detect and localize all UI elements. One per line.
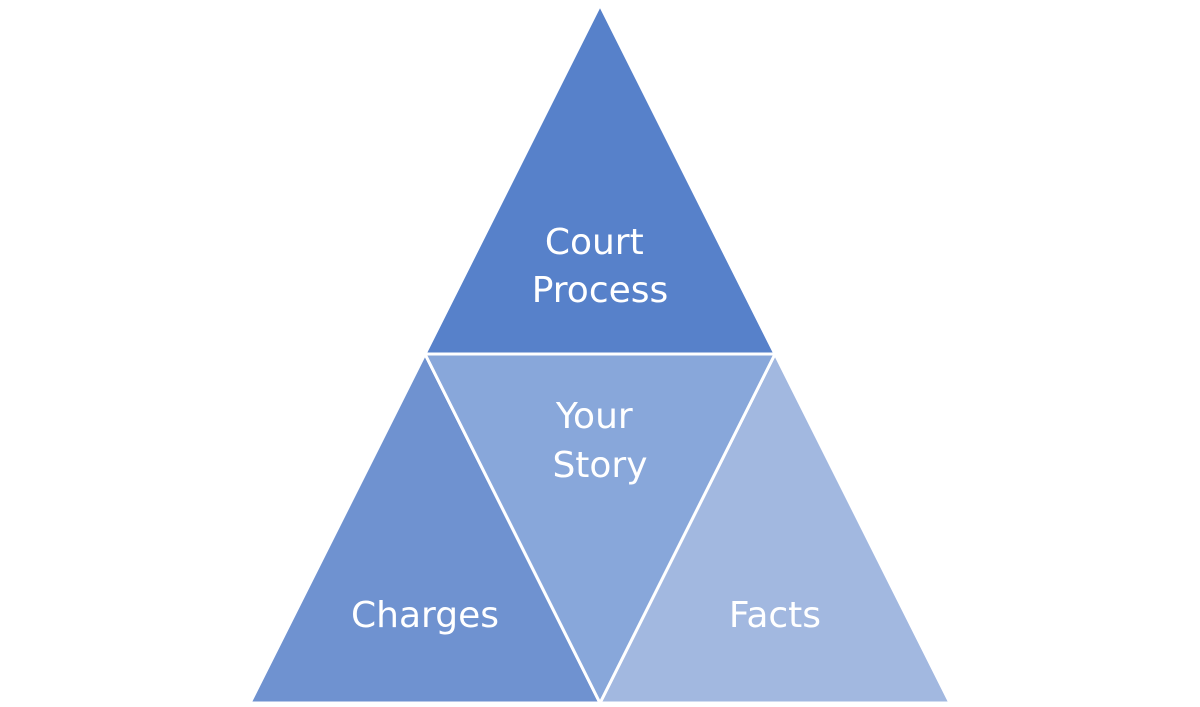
segment-top-label-line-1: Court	[545, 222, 644, 263]
segment-center-label: Your Story	[552, 396, 647, 486]
segment-center-label-line-2: Story	[552, 445, 647, 486]
segment-top-label-line-2: Process	[532, 270, 669, 311]
segment-top-label: Court Process	[532, 222, 669, 311]
segment-center-label-line-1: Your	[555, 396, 633, 437]
segment-center-triangle	[422, 352, 778, 707]
segment-left-label: Charges	[351, 595, 499, 636]
segment-right-label: Facts	[729, 595, 821, 636]
